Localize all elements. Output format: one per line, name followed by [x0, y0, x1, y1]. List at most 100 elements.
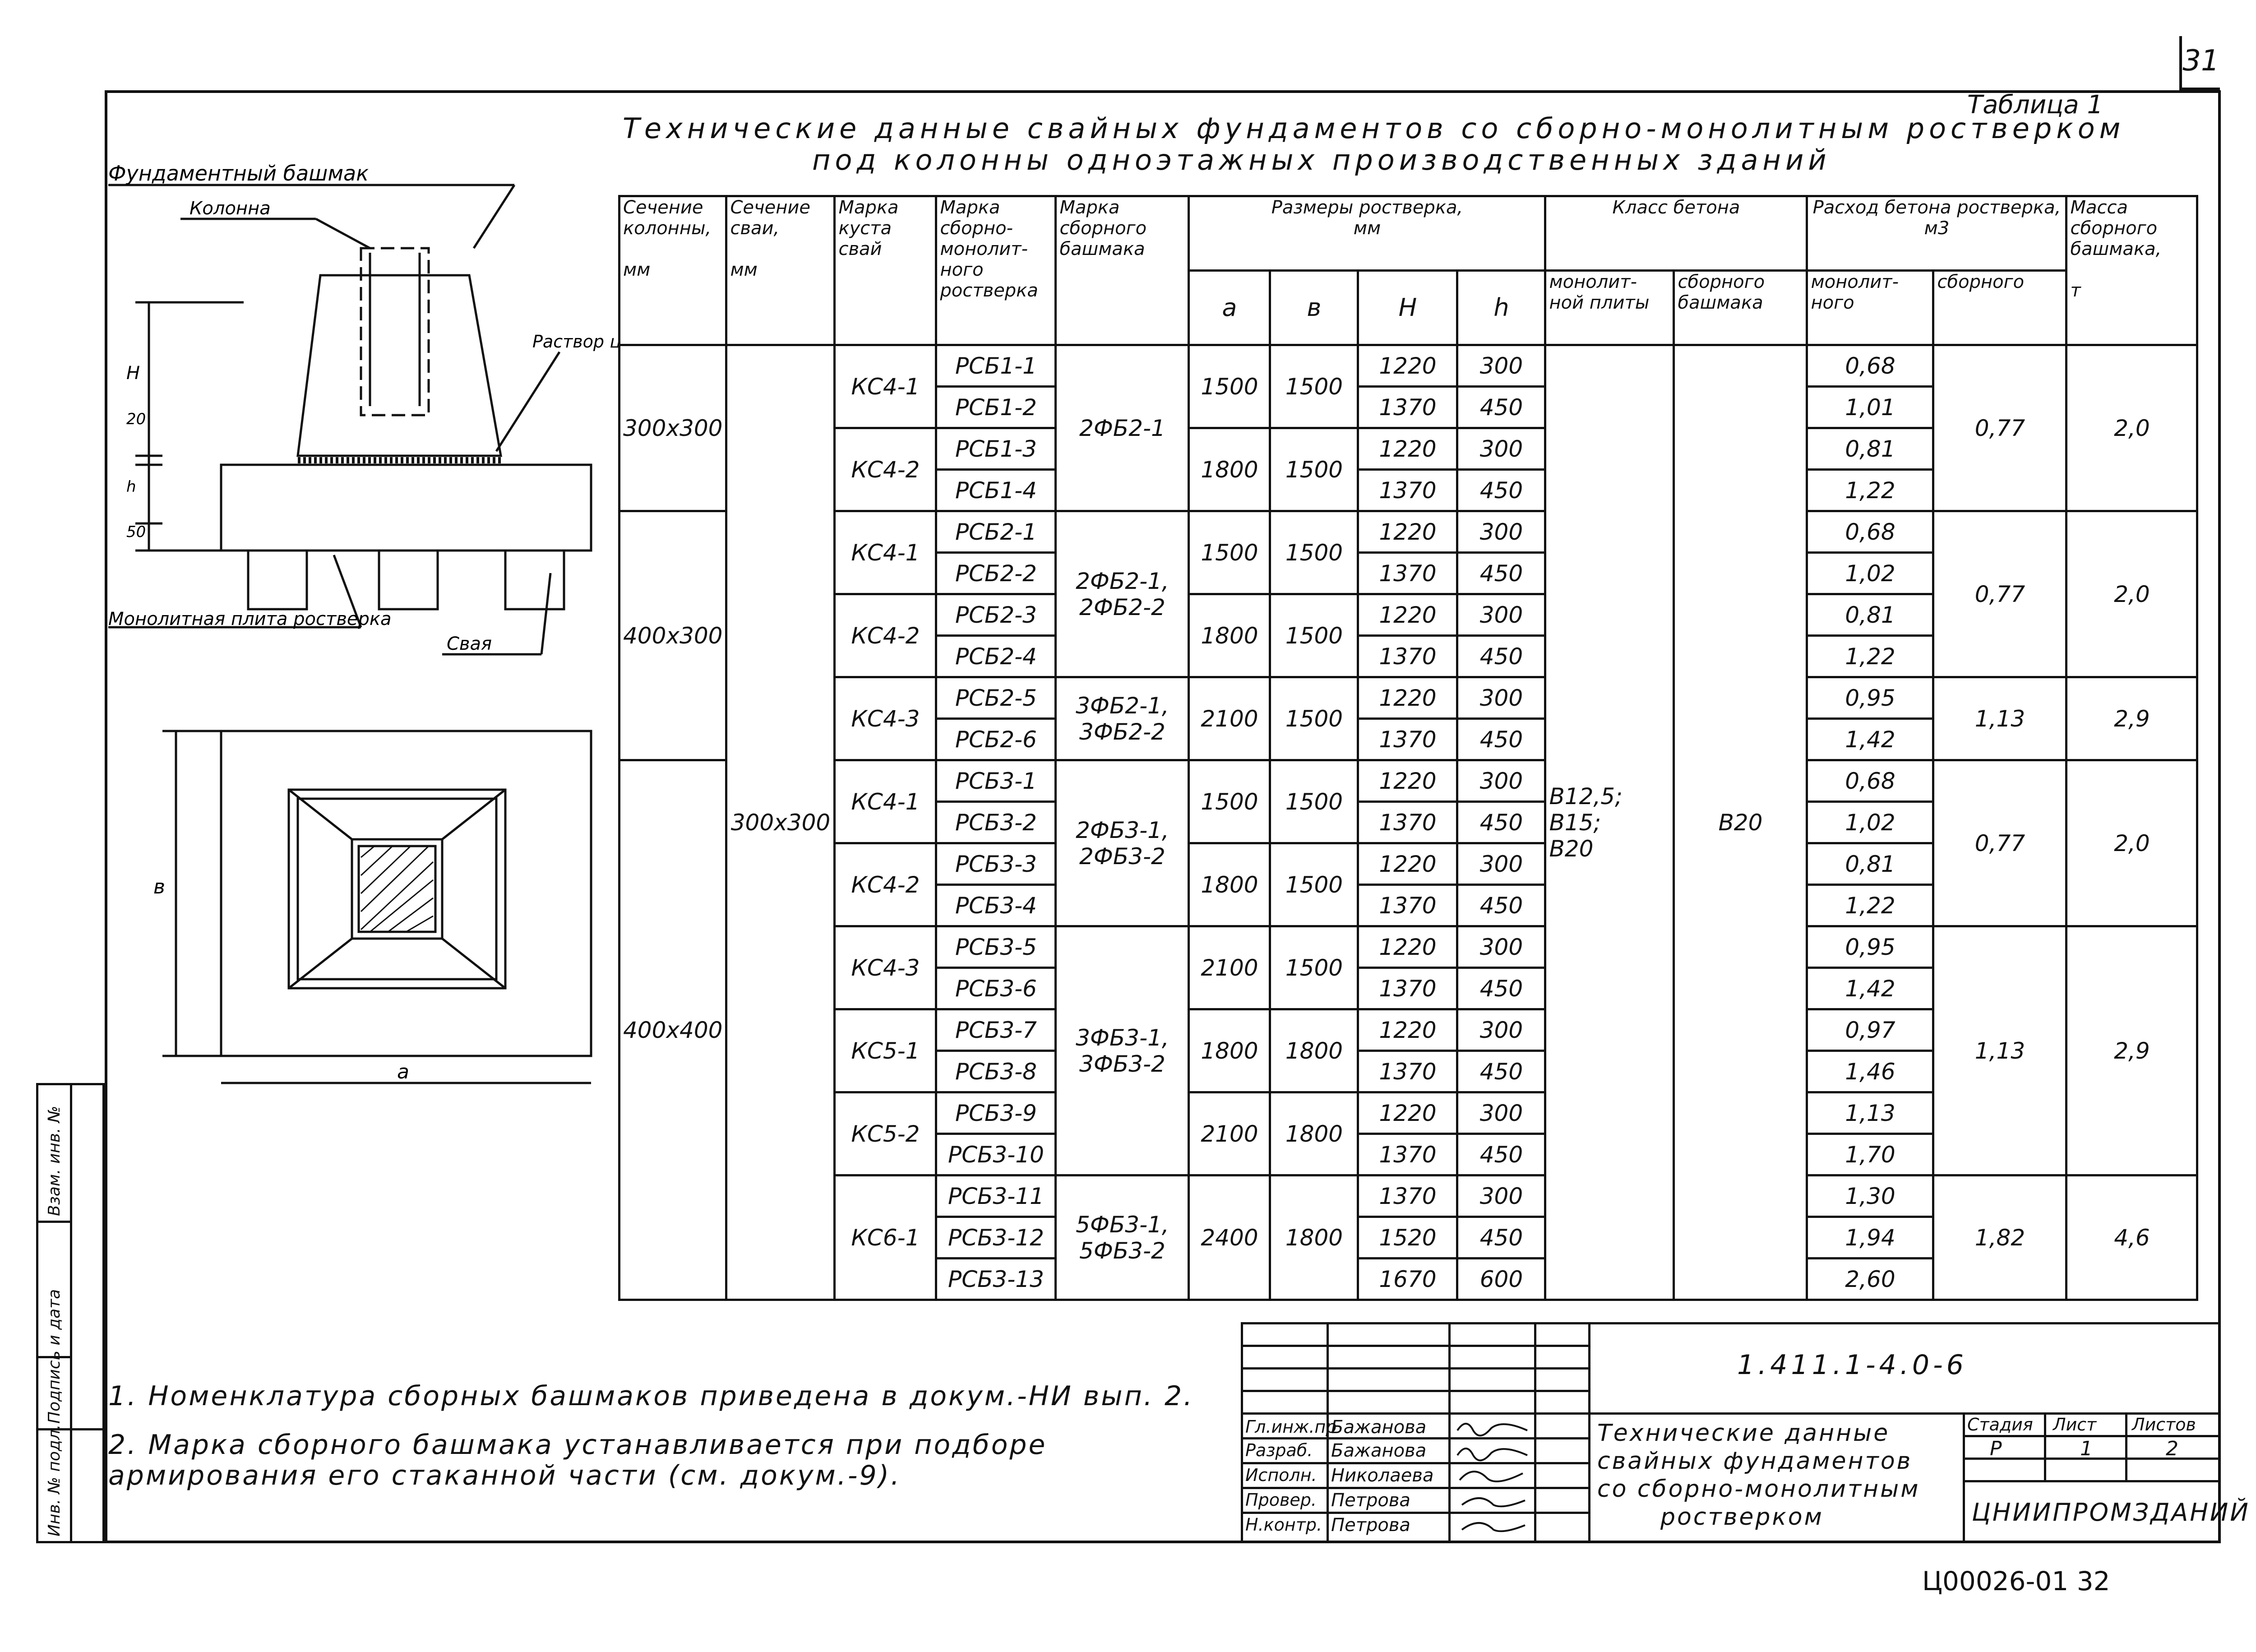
cell-b: 1500	[1269, 427, 1359, 512]
hdr-h: h	[1456, 269, 1547, 346]
cell-h: 300	[1456, 344, 1547, 388]
cell-a: 1800	[1188, 1008, 1271, 1093]
stamp-stage-label: Стадия	[1967, 1415, 2033, 1435]
cell-grillage: РСБ3-5	[935, 925, 1057, 969]
approval-strip: Инв. № подл. Подпись и дата Взам. инв. №	[36, 1083, 107, 1543]
cell-grillage: РСБ2-6	[935, 717, 1057, 761]
dim-20: 20	[126, 410, 146, 428]
cell-h: 450	[1456, 1133, 1547, 1176]
title-block: 1.411.1-4.0-6 Гл.инж.пр Разраб. Исполн. …	[1241, 1322, 2248, 1543]
hdr-concrete-class: Класс бетона	[1544, 195, 1808, 272]
cell-a: 2400	[1188, 1174, 1271, 1301]
stamp-name-3: Николаева	[1331, 1465, 1434, 1486]
cell-mono: 1,22	[1806, 634, 1935, 678]
document-number: Ц00026-01 32	[1922, 1566, 2110, 1596]
cell-a: 1800	[1188, 427, 1271, 512]
cell-h: 450	[1456, 1216, 1547, 1259]
cell-h: 300	[1456, 510, 1547, 554]
cell-bush: КС5-1	[833, 1008, 938, 1093]
stamp-org: ЦНИИПРОМЗДАНИЙ	[1972, 1498, 2250, 1527]
foundation-drawing: Фундаментный башмак Колонна Раствор цеме…	[108, 161, 618, 1084]
dim-h: h	[126, 478, 136, 496]
cell-mono: 1,42	[1806, 967, 1935, 1010]
cell-grillage: РСБ1-2	[935, 385, 1057, 429]
cell-h: 450	[1456, 717, 1547, 761]
cell-shoe: 2ФБ2-1	[1054, 344, 1190, 512]
cell-b: 1500	[1269, 676, 1359, 761]
cell-h: 300	[1456, 759, 1547, 803]
cell-class-monolithic: В12,5;В15;В20	[1544, 344, 1675, 1301]
cell-col-section: 400x300	[618, 510, 728, 761]
cell-bush: КС4-3	[833, 676, 938, 761]
hdr-grillage: Марка сборно-монолит-ного ростверка	[935, 195, 1057, 346]
label-pile: Свая	[447, 634, 492, 654]
cell-a: 2100	[1188, 1091, 1271, 1176]
cell-mass: 4,6	[2065, 1174, 2199, 1301]
dim-50: 50	[126, 523, 146, 541]
cell-bush: КС4-2	[833, 842, 938, 927]
label-slab: Монолитная плита ростверка	[108, 609, 392, 629]
cell-mono: 0,68	[1806, 510, 1935, 554]
cell-grillage: РСБ3-9	[935, 1091, 1057, 1135]
label-mortar: Раствор цемент-ный	[532, 332, 618, 352]
cell-grillage: РСБ2-1	[935, 510, 1057, 554]
hdr-mass: Масса сборного башмака,т	[2065, 195, 2199, 346]
cell-b: 1500	[1269, 344, 1359, 429]
stamp-name-1: Бажанова	[1331, 1417, 1427, 1438]
stamp-name-5: Петрова	[1331, 1515, 1410, 1536]
hdr-monolithic-slab: монолит-ной плиты	[1544, 269, 1675, 346]
cell-shoe: 2ФБ3-1,2ФБ3-2	[1054, 759, 1190, 927]
cell-grillage: РСБ3-11	[935, 1174, 1057, 1218]
note-1: 1. Номенклатура сборных башмаков приведе…	[108, 1380, 1194, 1412]
cell-prefab: 1,82	[1932, 1174, 2068, 1301]
cell-mono: 1,30	[1806, 1174, 1935, 1218]
hdr-prefab: сборного	[1932, 269, 2068, 346]
cell-b: 1500	[1269, 759, 1359, 844]
dim-a: а	[397, 1060, 409, 1083]
hdr-prefab-shoe: сборного башмака	[1673, 269, 1808, 346]
title-line-1: Технические данные свайных фундаментов с…	[623, 112, 2125, 145]
table-row: 400x300 КС4-1 РСБ2-1 2ФБ2-1,2ФБ2-2 1500 …	[618, 510, 2199, 761]
cell-grillage: РСБ3-6	[935, 967, 1057, 1010]
cell-shoe: 2ФБ2-1,2ФБ2-2	[1054, 510, 1190, 678]
cell-h: 450	[1456, 967, 1547, 1010]
cell-b: 1500	[1269, 842, 1359, 927]
stamp-sheets-label: Листов	[2132, 1415, 2196, 1435]
cell-bush: КС6-1	[833, 1174, 938, 1301]
cell-grillage: РСБ3-2	[935, 801, 1057, 844]
cell-H: 1220	[1357, 1008, 1459, 1052]
stamp-role-4: Провер.	[1245, 1490, 1317, 1510]
cell-grillage: РСБ3-3	[935, 842, 1057, 886]
cell-bush: КС4-1	[833, 344, 938, 429]
cell-H: 1220	[1357, 593, 1459, 637]
cell-h: 300	[1456, 427, 1547, 471]
cell-mono: 0,81	[1806, 593, 1935, 637]
cell-grillage: РСБ1-4	[935, 468, 1057, 512]
table-row: КС4-3 РСБ2-5 3ФБ2-1,3ФБ2-2 2100 1500 122…	[619, 676, 2199, 761]
cell-mono: 0,95	[1806, 676, 1935, 720]
cell-a: 1800	[1188, 593, 1271, 678]
cell-a: 1800	[1188, 842, 1271, 927]
cell-prefab: 0,77	[1932, 510, 2068, 678]
cell-grillage: РСБ1-1	[935, 344, 1057, 388]
cell-b: 1800	[1269, 1008, 1359, 1093]
cell-H: 1370	[1357, 551, 1459, 595]
cell-grillage: РСБ3-8	[935, 1050, 1057, 1093]
table-number: Таблица 1	[1967, 90, 2103, 120]
stamp-name-4: Петрова	[1331, 1490, 1410, 1511]
cell-b: 1500	[1269, 510, 1359, 595]
cell-H: 1370	[1357, 1050, 1459, 1093]
cell-h: 450	[1456, 801, 1547, 844]
cell-h: 300	[1456, 1008, 1547, 1052]
table-row: 400x400 КС4-1 РСБ3-1 2ФБ3-1,2ФБ3-2 1500 …	[618, 759, 2199, 1301]
cell-H: 1370	[1357, 634, 1459, 678]
cell-b: 1500	[1269, 925, 1359, 1010]
hdr-bush: Марка куста свай	[833, 195, 938, 346]
table-row: КС4-3 РСБ3-5 3ФБ3-1,3ФБ3-2 2100 1500 122…	[619, 925, 2199, 1176]
cell-H: 1520	[1357, 1216, 1459, 1259]
